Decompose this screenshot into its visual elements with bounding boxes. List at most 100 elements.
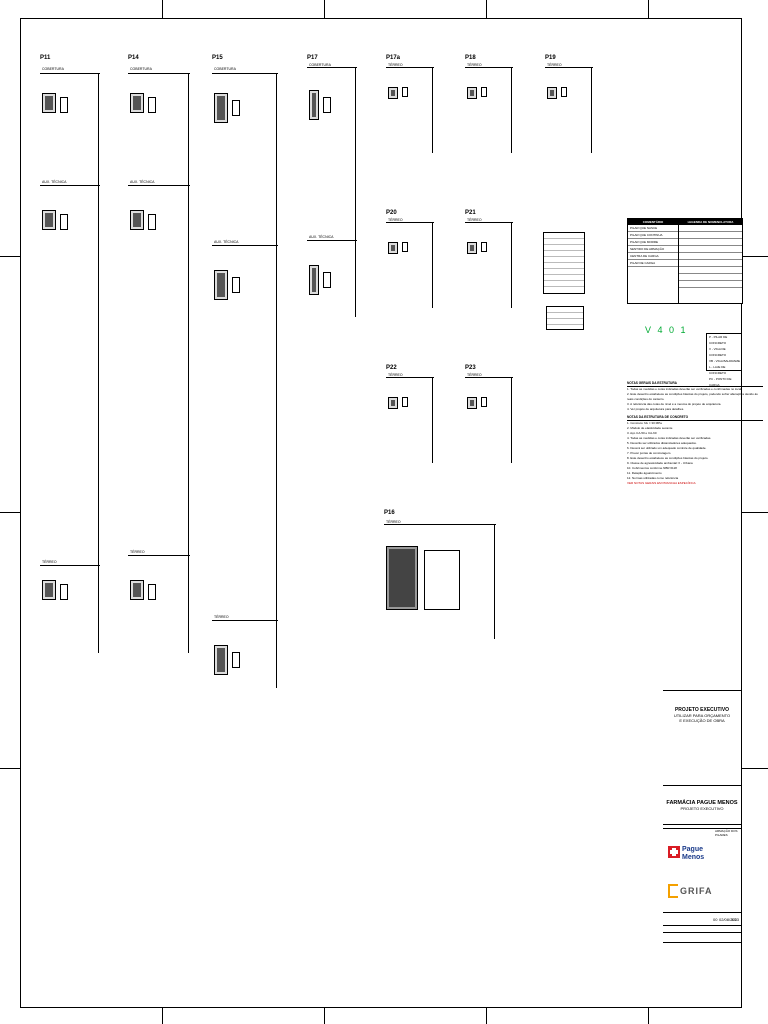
pillar-name: P20	[386, 210, 397, 216]
usage-note: UTILIZAR PARA ORÇAMENTO	[673, 713, 731, 718]
pillar-p17: P17 COBERTURA AUX. TÉCNICA	[307, 55, 357, 320]
legend-item: PILAR QUE CONTINUA	[628, 232, 678, 239]
frame-tick	[324, 1008, 325, 1024]
frame-tick	[742, 768, 768, 769]
level-label: COBERTURA	[214, 67, 236, 71]
general-notes: NOTAS GERAIS DA ESTRUTURA 1. Todas as me…	[627, 378, 763, 486]
note-line: 4. Ver projeto de arquitetura para detal…	[627, 407, 685, 411]
pillar-p22: P22 TÉRREO	[386, 365, 434, 465]
pillar-p19: P19 TÉRREO	[545, 55, 593, 155]
notes-title: NOTAS GERAIS DA ESTRUTURA	[627, 381, 763, 387]
frame-tick	[162, 1008, 163, 1024]
level-label: AUX. TÉCNICA	[130, 180, 155, 184]
project-type: PROJETO EXECUTIVO	[680, 806, 724, 811]
note-line: 5. Deverão ser utilizados distanciadores…	[627, 441, 697, 445]
note-line: 4. Todas as medidas e cotas indicadas de…	[627, 436, 712, 440]
grifa-logo: GRIFA	[668, 882, 712, 908]
pillar-name: P18	[465, 55, 476, 61]
notes-title: NOTAS DA ESTRUTURA DE CONCRETO	[627, 415, 763, 421]
revision: 00	[713, 917, 718, 922]
level-label: TÉRREO	[388, 63, 403, 67]
note-line: 6. Deverá ser utilizado um adequado cont…	[627, 446, 707, 450]
pillar-p18: P18 TÉRREO	[465, 55, 513, 155]
level-label: TÉRREO	[130, 550, 145, 554]
note-line: 3. Aço CA-50 e CA-60	[627, 431, 657, 435]
legend-item: CENTRA DE CARGA	[628, 253, 678, 260]
note-line: 3. A referência das cotas de nível é a m…	[627, 402, 722, 406]
legend-item: PILAR QUE NASCE	[628, 225, 678, 232]
usage-note: E EXECUÇÃO DE OBRA	[679, 718, 725, 723]
note-line: 8. Este desenho estabelece as condições …	[627, 456, 709, 460]
note-line: 2. Este desenho estabelece as condições …	[627, 392, 758, 401]
pillar-p21: P21 TÉRREO	[465, 210, 513, 310]
pillar-name: P15	[212, 55, 223, 61]
note-line: 1. Concreto: fck = 30 MPa	[627, 421, 662, 425]
note-line: 1. Todas as medidas e cotas indicadas de…	[627, 387, 743, 391]
level-label: TÉRREO	[467, 218, 482, 222]
project-stage: PROJETO EXECUTIVO	[674, 707, 730, 713]
frame-tick	[742, 512, 768, 513]
pillar-p16: P16 TÉRREO	[384, 510, 496, 642]
level-label: COBERTURA	[42, 67, 64, 71]
pillar-name: P14	[128, 55, 139, 61]
level-label: AUX. TÉCNICA	[42, 180, 67, 184]
level-label: TÉRREO	[42, 560, 57, 564]
nomenclature-box: P - PILAR DE CONCRETO V - VIGA DE CONCRE…	[706, 333, 742, 387]
legend-nomenclature: LEGENDA DE NOMENCLATURA	[678, 218, 743, 304]
level-label: AUX. TÉCNICA	[214, 240, 239, 244]
pillar-p17a: P17a TÉRREO	[386, 55, 434, 155]
level-label: TÉRREO	[467, 373, 482, 377]
nomenclature-item: VB - VIGA BALDRAME	[709, 359, 741, 363]
frame-tick	[0, 256, 20, 257]
frame-tick	[648, 1008, 649, 1024]
level-label: TÉRREO	[547, 63, 562, 67]
sheet-number: 3/3	[731, 917, 737, 922]
pillar-p14: P14 COBERTURA AUX. TÉCNICA TÉRREO	[128, 55, 190, 655]
note-line: 9. Classe de agressividade ambiental: II…	[627, 461, 693, 465]
date: 02/08/2023	[719, 917, 740, 922]
level-label: TÉRREO	[467, 63, 482, 67]
pillar-name: P21	[465, 210, 476, 216]
note-line: 12. Normas utilizadas como referência	[627, 476, 679, 480]
pillar-p23: P23 TÉRREO	[465, 365, 513, 465]
note-line: 10. Cobrimentos conforme NBR 6118	[627, 466, 677, 470]
pillar-name: P16	[384, 510, 395, 516]
pillar-name: P17a	[386, 55, 401, 61]
frame-tick	[162, 0, 163, 18]
client-name: FARMÁCIA PAGUE MENOS	[666, 800, 738, 806]
nomenclature-item: P - PILAR DE CONCRETO	[709, 335, 728, 345]
level-label: TÉRREO	[388, 218, 403, 222]
level-label: COBERTURA	[130, 67, 152, 71]
steel-summary-table	[543, 232, 585, 294]
frame-tick	[486, 0, 487, 18]
pague-menos-logo: Pague Menos	[668, 842, 708, 872]
steel-weight-table	[546, 306, 584, 330]
level-label: AUX. TÉCNICA	[309, 235, 334, 239]
level-label: TÉRREO	[214, 615, 229, 619]
level-label: COBERTURA	[309, 63, 331, 67]
legend-title: LEGENDA DE NOMENCLATURA	[679, 219, 742, 225]
frame-tick	[742, 256, 768, 257]
level-label: TÉRREO	[386, 520, 401, 524]
note-warning: VER NOTAS GERAIS EM PRANCHA ESPECÍFICA	[627, 481, 696, 485]
nomenclature-item: L - LAJE DE CONCRETO	[709, 365, 727, 375]
frame-tick	[486, 1008, 487, 1024]
pillar-name: P23	[465, 365, 476, 371]
legend-item: PILAR DE CARGA	[628, 260, 678, 267]
level-label: TÉRREO	[388, 373, 403, 377]
note-line: 11. Relação água/cimento	[627, 471, 662, 475]
legend-title: COMENTÁRIO	[628, 219, 678, 225]
frame-tick	[0, 512, 20, 513]
note-line: 7. Prever juntas de concretagem.	[627, 451, 672, 455]
nomenclature-code: V 4 0 1	[645, 325, 688, 335]
title-block: PROJETO EXECUTIVO UTILIZAR PARA ORÇAMENT…	[663, 690, 741, 1006]
legend-item: SENTIDO DE ARMAÇÃO	[628, 246, 678, 253]
pillar-name: P22	[386, 365, 397, 371]
frame-tick	[0, 768, 20, 769]
sheet-title: ARMAÇÃO DOS PILARES	[715, 829, 738, 837]
pillar-p11: P11 COBERTURA AUX. TÉCNICA TÉRREO	[40, 55, 100, 655]
frame-tick	[324, 0, 325, 18]
pillar-name: P17	[307, 55, 318, 61]
frame-tick	[648, 0, 649, 18]
drawing-sheet	[20, 18, 742, 1008]
